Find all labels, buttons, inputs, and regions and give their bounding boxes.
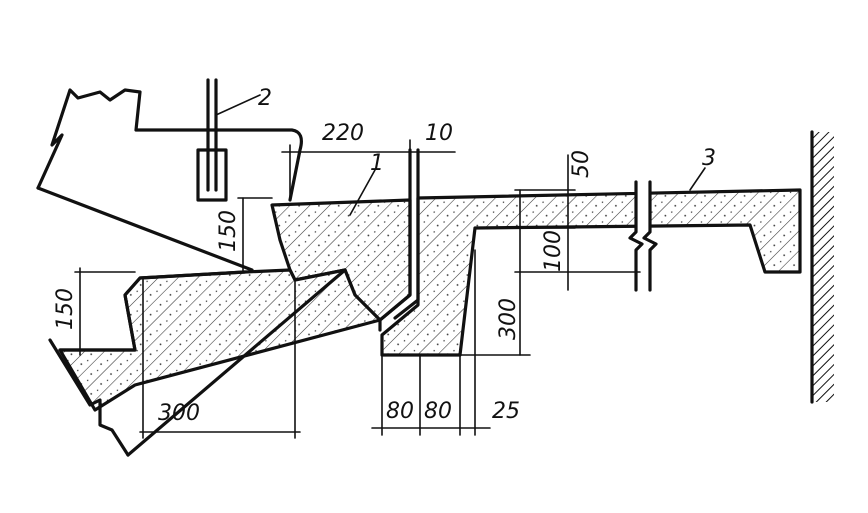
dim-label-150-lower: 150 (53, 288, 78, 330)
dim-label-10: 10 (425, 121, 453, 146)
rebar-10 (378, 148, 412, 332)
dim-label-150-upper: 150 (216, 210, 241, 252)
item-label-2: 2 (258, 86, 272, 111)
floor-slope-line (36, 186, 254, 272)
dim-label-80-a: 80 (386, 399, 414, 424)
wall-hatch (812, 132, 834, 402)
anchor-bolt-box (196, 148, 228, 202)
leader-3 (689, 167, 706, 191)
landing-slab-concrete (380, 188, 802, 357)
dim-label-220: 220 (322, 121, 364, 146)
dim-label-300-vertical: 300 (496, 298, 521, 340)
slab-break-line-right (642, 180, 658, 292)
rebar-10-inner (393, 148, 420, 320)
dim-label-25: 25 (492, 399, 520, 424)
item-label-1: 1 (370, 151, 384, 176)
leader-2 (215, 94, 261, 116)
slab-break-gap (636, 182, 650, 282)
dim-label-100: 100 (541, 230, 566, 272)
top-break-line (36, 88, 303, 202)
item-label-3: 3 (702, 146, 716, 171)
stair-soffit-line (126, 268, 347, 457)
leader-1 (349, 169, 376, 216)
dim-label-80-b: 80 (424, 399, 452, 424)
dim-label-300-horizontal: 300 (158, 401, 200, 426)
stair-flight-concrete (58, 268, 382, 412)
bottom-break-line (48, 338, 130, 457)
dim-label-50: 50 (569, 150, 594, 178)
slab-break-line-left (628, 180, 644, 292)
lower-step-outline (58, 270, 247, 352)
